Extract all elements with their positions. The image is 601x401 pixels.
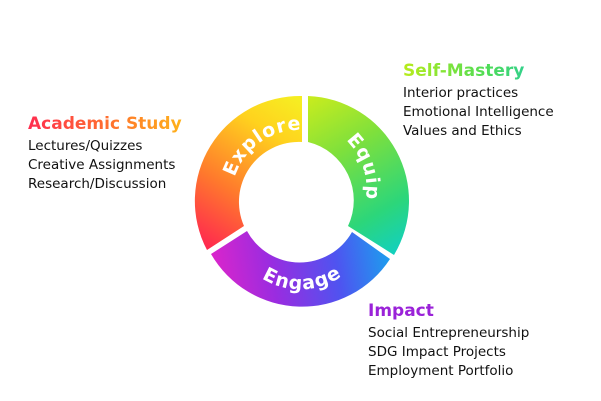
academic-study-block: Academic Study Lectures/Quizzes Creative… (28, 113, 182, 194)
impact-list: Social Entrepreneurship SDG Impact Proje… (368, 324, 529, 381)
list-item: Research/Discussion (28, 176, 167, 192)
engage-segment (211, 231, 390, 307)
list-item: Emotional Intelligence (403, 104, 554, 120)
explore-segment (194, 95, 302, 250)
list-item: Values and Ethics (403, 123, 522, 139)
equip-segment (308, 96, 409, 255)
self-mastery-list: Interior practices Emotional Intelligenc… (403, 84, 554, 141)
self-mastery-heading: Self-Mastery (403, 60, 554, 82)
self-mastery-block: Self-Mastery Interior practices Emotiona… (403, 60, 554, 141)
impact-heading: Impact (368, 301, 434, 321)
impact-block: Impact Social Entrepreneurship SDG Impac… (368, 300, 529, 381)
list-item: Creative Assignments (28, 157, 176, 173)
list-item: Social Entrepreneurship (368, 325, 530, 341)
academic-study-heading: Academic Study (28, 114, 182, 134)
list-item: SDG Impact Projects (368, 344, 506, 360)
academic-study-list: Lectures/Quizzes Creative Assignments Re… (28, 137, 182, 194)
list-item: Employment Portfolio (368, 363, 514, 379)
list-item: Interior practices (403, 85, 519, 101)
list-item: Lectures/Quizzes (28, 138, 143, 154)
